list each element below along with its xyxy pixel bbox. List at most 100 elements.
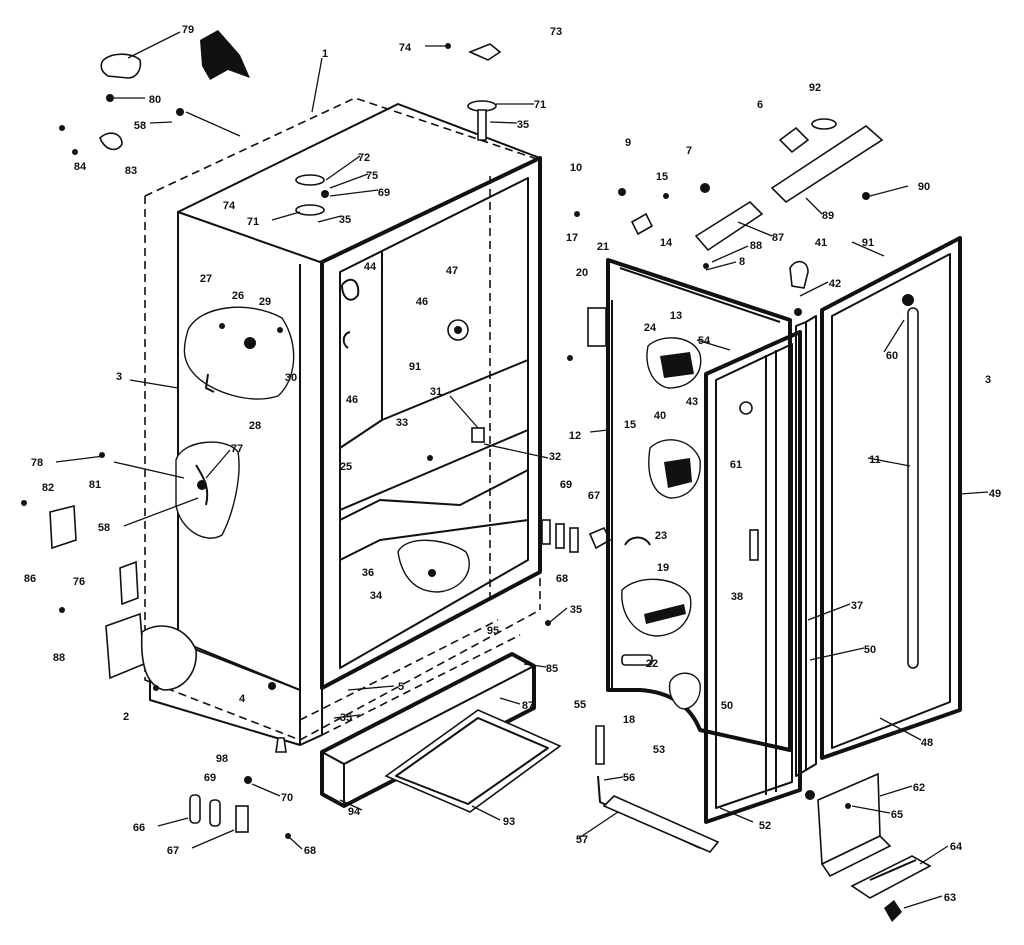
- leader-lines: [55, 31, 989, 909]
- callout-21: 21: [597, 241, 609, 253]
- callout-83: 83: [125, 165, 137, 177]
- callout-64: 64: [950, 841, 963, 853]
- callout-35: 35: [570, 604, 582, 616]
- callout-63: 63: [944, 892, 956, 904]
- callout-35: 35: [340, 712, 352, 724]
- callout-37: 37: [851, 600, 863, 612]
- callout-50: 50: [864, 644, 876, 656]
- cabinet-assembly: [21, 30, 612, 839]
- callout-84: 84: [74, 161, 87, 173]
- callout-31: 31: [430, 386, 442, 398]
- callout-69: 69: [378, 187, 390, 199]
- callout-69: 69: [204, 772, 216, 784]
- callout-25: 25: [340, 461, 352, 473]
- callout-38: 38: [731, 591, 743, 603]
- callout-26: 26: [232, 290, 244, 302]
- callout-9: 9: [625, 137, 631, 149]
- callout-35: 35: [339, 214, 351, 226]
- callout-46: 46: [346, 394, 358, 406]
- callout-58: 58: [98, 522, 110, 534]
- callout-24: 24: [644, 322, 657, 334]
- callout-54: 54: [698, 335, 711, 347]
- callout-8: 8: [739, 256, 745, 268]
- callout-73: 73: [550, 26, 562, 38]
- callout-71: 71: [247, 216, 259, 228]
- callout-68: 68: [304, 845, 316, 857]
- callout-72: 72: [358, 152, 370, 164]
- callout-34: 34: [370, 590, 383, 602]
- callout-89: 89: [822, 210, 834, 222]
- callout-27: 27: [200, 273, 212, 285]
- callout-52: 52: [759, 820, 771, 832]
- callout-93: 93: [503, 816, 515, 828]
- callout-79: 79: [182, 24, 194, 36]
- callout-28: 28: [249, 420, 261, 432]
- callout-48: 48: [921, 737, 933, 749]
- callout-29: 29: [259, 296, 271, 308]
- callout-47: 47: [446, 265, 458, 277]
- callout-13: 13: [670, 310, 682, 322]
- callout-10: 10: [570, 162, 582, 174]
- callout-55: 55: [574, 699, 586, 711]
- callout-1: 1: [322, 48, 328, 60]
- callout-57: 57: [576, 834, 588, 846]
- callout-15: 15: [624, 419, 636, 431]
- callout-60: 60: [886, 350, 898, 362]
- callout-88: 88: [750, 240, 762, 252]
- callout-91: 91: [862, 237, 874, 249]
- callout-61: 61: [730, 459, 742, 471]
- callout-18: 18: [623, 714, 635, 726]
- callout-6: 6: [757, 99, 763, 111]
- callout-36: 36: [362, 567, 374, 579]
- callout-33: 33: [396, 417, 408, 429]
- callout-67: 67: [588, 490, 600, 502]
- callout-98: 98: [216, 753, 228, 765]
- callout-22: 22: [646, 658, 658, 670]
- callout-3: 3: [985, 374, 991, 386]
- callout-95: 95: [487, 625, 499, 637]
- callout-82: 82: [42, 482, 54, 494]
- callout-5: 5: [398, 681, 404, 693]
- callout-94: 94: [348, 806, 361, 818]
- callout-17: 17: [566, 232, 578, 244]
- callout-53: 53: [653, 744, 665, 756]
- callout-15: 15: [656, 171, 668, 183]
- callout-2: 2: [123, 711, 129, 723]
- callout-7: 7: [686, 145, 692, 157]
- callout-77: 77: [231, 443, 243, 455]
- callout-12: 12: [569, 430, 581, 442]
- callout-90: 90: [918, 181, 930, 193]
- callout-40: 40: [654, 410, 666, 422]
- callout-46: 46: [416, 296, 428, 308]
- callout-11: 11: [869, 454, 881, 466]
- callout-91: 91: [409, 361, 421, 373]
- callout-70: 70: [281, 792, 293, 804]
- callout-23: 23: [655, 530, 667, 542]
- callout-68: 68: [556, 573, 568, 585]
- callout-81: 81: [89, 479, 101, 491]
- callout-67: 67: [167, 845, 179, 857]
- callout-3: 3: [116, 371, 122, 383]
- callout-75: 75: [366, 170, 378, 182]
- callout-62: 62: [913, 782, 925, 794]
- callout-87: 87: [772, 232, 784, 244]
- callout-78: 78: [31, 457, 43, 469]
- callout-30: 30: [285, 372, 297, 384]
- callout-76: 76: [73, 576, 85, 588]
- callout-44: 44: [364, 261, 377, 273]
- callout-85: 85: [546, 663, 558, 675]
- callout-65: 65: [891, 809, 903, 821]
- callout-66: 66: [133, 822, 145, 834]
- callout-87: 87: [522, 700, 534, 712]
- callout-74: 74: [399, 42, 412, 54]
- callout-58: 58: [134, 120, 146, 132]
- callout-80: 80: [149, 94, 161, 106]
- callout-32: 32: [549, 451, 561, 463]
- callout-19: 19: [657, 562, 669, 574]
- callout-92: 92: [809, 82, 821, 94]
- callout-71: 71: [534, 99, 546, 111]
- callout-88: 88: [53, 652, 65, 664]
- callout-43: 43: [686, 396, 698, 408]
